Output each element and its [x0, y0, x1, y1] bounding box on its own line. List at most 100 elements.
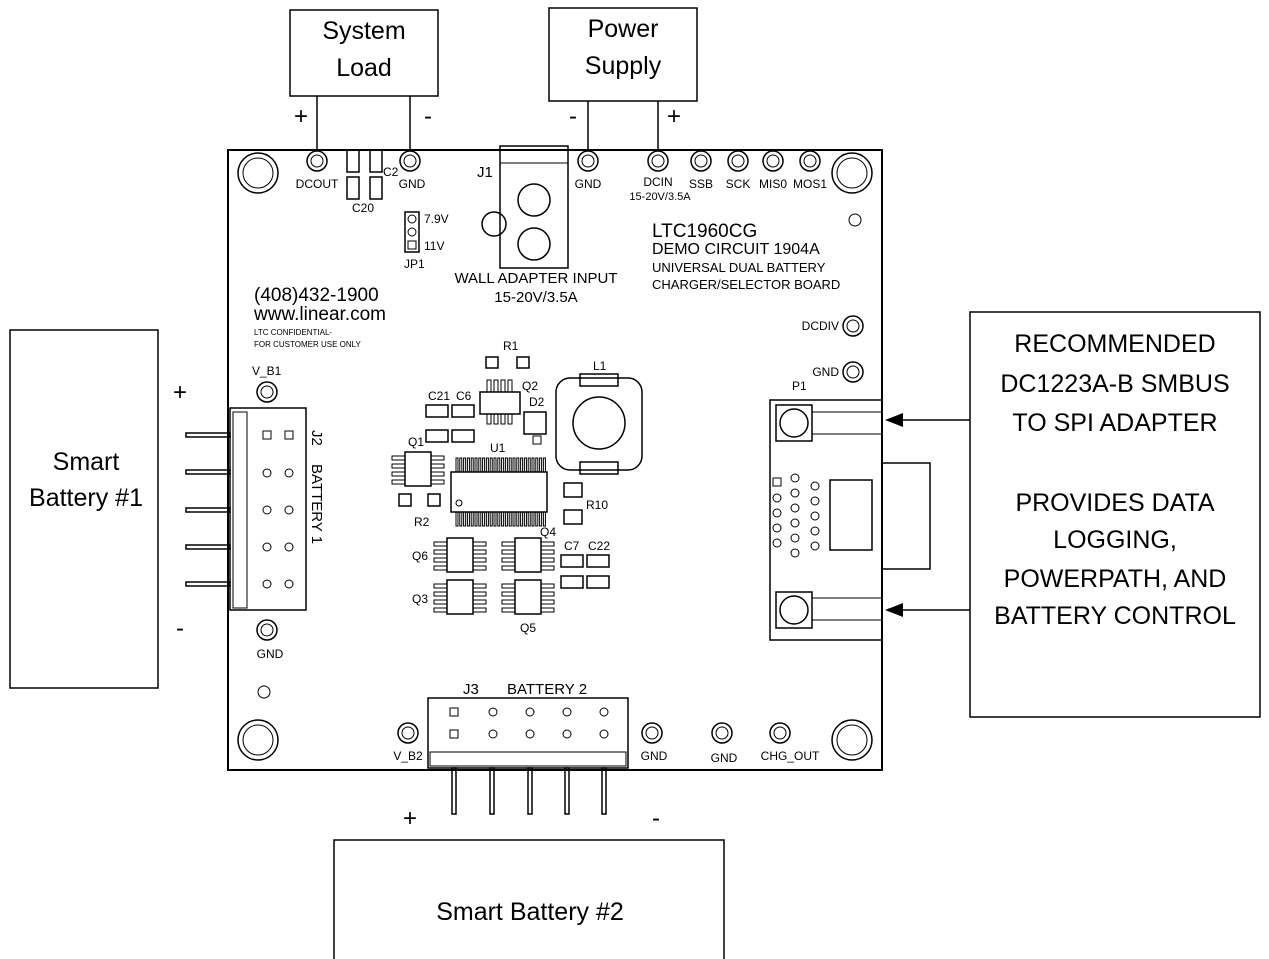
terminal-gnd-right [842, 361, 864, 383]
battery2-connector-label: BATTERY 2 [507, 681, 587, 698]
p1-label: P1 [792, 379, 807, 393]
u1-pin [455, 457, 459, 473]
u1-pin [539, 511, 543, 527]
adapter-text-3: TO SPI ADAPTER [1012, 409, 1217, 437]
j1-jack-pin-1 [517, 183, 551, 217]
battery1-minus-sign: - [176, 615, 184, 642]
j3-label: J3 [463, 681, 479, 698]
power-supply-plus-sign: + [667, 103, 681, 130]
smart-battery-2-label: Smart Battery #2 [436, 898, 624, 926]
u1-pin [455, 511, 459, 527]
board-confidential-2: FOR CUSTOMER USE ONLY [254, 340, 361, 349]
u1-pin [485, 457, 489, 473]
capacitors-c7-c22 [560, 554, 610, 589]
u1-pin [466, 457, 470, 473]
jp1-pin-3 [407, 240, 417, 250]
j1-jack [499, 145, 569, 269]
adapter-text-2: DC1223A-B SMBUS [1000, 370, 1229, 398]
smart-battery-1-label-2: Battery #1 [29, 484, 143, 512]
u1-pin [489, 511, 493, 527]
terminal-gnd-bottom-label: GND [711, 751, 738, 765]
system-load-minus-sign: - [424, 103, 432, 130]
u1-pin [482, 457, 486, 473]
q2-transistor [479, 379, 521, 425]
terminal-chg-out [769, 722, 791, 744]
terminal-dcdiv [842, 315, 864, 337]
terminal-dcin-label: DCIN [643, 175, 672, 189]
adapter-arrow-bottom-head [885, 603, 903, 617]
j2-label: J2 [308, 430, 325, 446]
adapter-text-6: POWERPATH, AND [1004, 565, 1227, 593]
board-phone: (408)432-1900 [254, 285, 379, 306]
system-load-box [289, 9, 439, 97]
adapter-text-4: PROVIDES DATA [1015, 489, 1214, 517]
u1-pin [482, 511, 486, 527]
u1-label: U1 [490, 441, 506, 455]
u1-pin [523, 511, 527, 527]
jp1-pin-1 [407, 214, 417, 224]
board-website: www.linear.com [253, 304, 386, 325]
c21-label: C21 [428, 389, 450, 403]
power-supply-label-2: Supply [585, 52, 662, 80]
u1-pin [542, 511, 546, 527]
terminal-gnd-b1-label: GND [257, 647, 284, 661]
u1-pin [463, 457, 467, 473]
battery1-connector-label: BATTERY 1 [308, 464, 325, 544]
u1-pin [493, 457, 497, 473]
jp1-label: JP1 [404, 257, 425, 271]
jp1-11v-label: 11V [424, 239, 444, 253]
terminal-v-b2 [397, 722, 419, 744]
u1-pin [516, 457, 520, 473]
d2-diode [523, 411, 547, 435]
u1-pin [478, 457, 482, 473]
u1-pin [520, 511, 524, 527]
terminal-v-b2-label: V_B2 [393, 749, 423, 763]
power-supply-minus-sign: - [569, 103, 577, 130]
u1-pin [531, 511, 535, 527]
terminal-mosi-label: MOS1 [793, 177, 827, 191]
u1-pin [497, 511, 501, 527]
r2-pad-2 [427, 493, 441, 507]
j1-jack-pin-3 [481, 211, 507, 237]
terminal-v-b1 [256, 381, 278, 403]
u1-pin [535, 457, 539, 473]
p1-connector [769, 399, 883, 641]
q6-label: Q6 [412, 549, 428, 563]
terminal-gnd-b2-label: GND [641, 749, 668, 763]
q3-transistor [433, 579, 487, 615]
smart-battery-1-box [9, 329, 159, 689]
u1-pin [504, 511, 508, 527]
d2-label: D2 [529, 395, 545, 409]
q4-label: Q4 [540, 525, 556, 539]
u1-pin [516, 511, 520, 527]
capacitors-c2-c20 [346, 149, 383, 200]
u1-pin [535, 511, 539, 527]
q3-label: Q3 [412, 592, 428, 606]
system-load-label-1: System [322, 17, 405, 45]
terminal-gnd-psu-label: GND [575, 177, 602, 191]
j3-leads [451, 767, 607, 815]
u1-pin [497, 457, 501, 473]
u1-pin [523, 457, 527, 473]
terminal-gnd-top-label: GND [399, 177, 426, 191]
board-subtitle: DEMO CIRCUIT 1904A [652, 241, 820, 258]
terminal-dcout-label: DCOUT [296, 177, 339, 191]
terminal-gnd-bottom [711, 722, 733, 744]
r1-pad-2 [516, 356, 530, 369]
q5-transistor [501, 579, 555, 615]
r2-pad-1 [398, 493, 412, 507]
smart-battery-1-label-1: Smart [53, 448, 120, 476]
battery2-plus-sign: + [403, 805, 417, 832]
u1-pin [478, 511, 482, 527]
u1-pin [520, 457, 524, 473]
battery2-minus-sign: - [652, 805, 660, 832]
q6-transistor [433, 537, 487, 573]
c22-label: C22 [588, 539, 610, 553]
u1-pin [527, 457, 531, 473]
u1-chip [450, 471, 548, 513]
terminal-dcin-rating: 15-20V/3.5A [629, 191, 691, 203]
u1-pin [459, 457, 463, 473]
board-desc-1: UNIVERSAL DUAL BATTERY [652, 260, 826, 275]
l1-inductor [555, 377, 643, 471]
c2-label: C2 [383, 165, 399, 179]
